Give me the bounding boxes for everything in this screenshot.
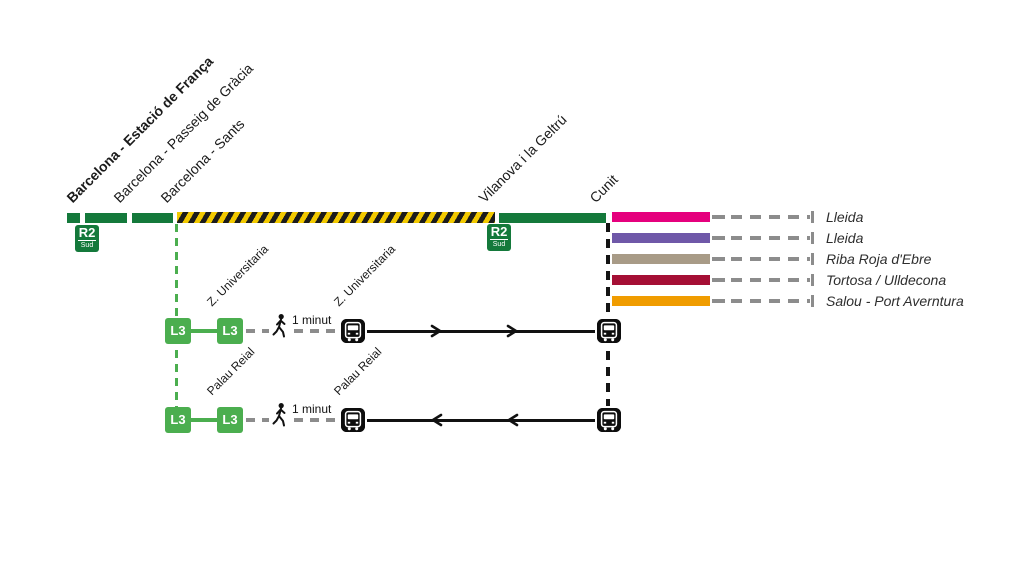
l3-badge: L3: [165, 318, 191, 344]
l3-badge-label: L3: [170, 323, 186, 338]
destination-dashed-line: [731, 299, 810, 303]
destination-line-stub: [712, 257, 725, 261]
walk-time-label: 1 minut: [290, 313, 334, 327]
bus-stop-label: Palau Reial: [331, 344, 385, 398]
destination-dashed-line: [731, 215, 810, 219]
destination-line-bar: [612, 275, 710, 285]
destination-end-tick: [811, 274, 814, 286]
rail-segment: [85, 213, 127, 223]
rail-segment: [499, 213, 606, 223]
bus-icon: [597, 319, 621, 343]
bus-route-line: [353, 419, 609, 422]
destination-end-tick: [811, 253, 814, 265]
bus-icon: [597, 408, 621, 432]
bus-icon: [341, 319, 365, 343]
destination-line-stub: [712, 278, 725, 282]
destination-dashed-line: [731, 257, 810, 261]
destination-label: Lleida: [826, 209, 864, 225]
metro-connector-line: [191, 329, 217, 333]
bus-stop-label: Z. Universitaria: [331, 242, 399, 309]
destination-label: Riba Roja d'Ebre: [826, 251, 932, 267]
walk-dashed-connector: [246, 329, 340, 333]
disrupted-segment-hazard-stripe: [177, 212, 495, 223]
walk-time-label: 1 minut: [290, 402, 334, 416]
l3-badge-label: L3: [170, 412, 186, 427]
arrow-right-icon: [430, 324, 443, 343]
pedestrian-icon: [269, 402, 291, 428]
station-label-cunit: Cunit: [586, 171, 621, 206]
destination-line-bar: [612, 212, 710, 222]
metro-station-label: Z. Universitaria: [204, 242, 272, 309]
destination-end-tick: [811, 295, 814, 307]
bus-route-line: [353, 330, 609, 333]
destination-line-stub: [712, 236, 725, 240]
l3-badge-label: L3: [222, 323, 238, 338]
destination-end-tick: [811, 211, 814, 223]
pedestrian-icon: [269, 313, 291, 339]
destination-label: Lleida: [826, 230, 864, 246]
destination-dashed-line: [731, 236, 810, 240]
r2-sud-badge: R2 Sud: [75, 225, 99, 252]
r2-badge-sub-label: Sud: [490, 239, 508, 249]
r2-badge-line-label: R2: [490, 224, 508, 239]
arrow-right-icon: [506, 324, 519, 343]
rail-segment: [67, 213, 80, 223]
arrow-left-icon: [506, 413, 519, 432]
destination-line-stub: [712, 299, 725, 303]
station-label-sants: Barcelona - Sants: [157, 115, 248, 206]
r2-badge-sub-label: Sud: [78, 240, 96, 250]
metro-connector-line: [191, 418, 217, 422]
rail-segment: [132, 213, 173, 223]
l3-badge: L3: [165, 407, 191, 433]
walk-dashed-connector: [246, 418, 340, 422]
l3-badge-label: L3: [222, 412, 238, 427]
destination-end-tick: [811, 232, 814, 244]
destination-line-bar: [612, 296, 710, 306]
l3-badge: L3: [217, 407, 243, 433]
destination-label: Salou - Port Averntura: [826, 293, 964, 309]
arrow-left-icon: [430, 413, 443, 432]
bus-icon: [341, 408, 365, 432]
r2-badge-line-label: R2: [78, 225, 96, 240]
station-label-vilanova: Vilanova i la Geltrú: [475, 111, 570, 206]
destination-line-stub: [712, 215, 725, 219]
l3-badge: L3: [217, 318, 243, 344]
destination-dashed-line: [731, 278, 810, 282]
metro-link-dashed-line: [175, 224, 178, 407]
r2-sud-badge: R2 Sud: [487, 224, 511, 251]
destination-line-bar: [612, 254, 710, 264]
destination-label: Tortosa / Ulldecona: [826, 272, 947, 288]
destination-line-bar: [612, 233, 710, 243]
metro-station-label: Palau Reial: [204, 344, 258, 398]
